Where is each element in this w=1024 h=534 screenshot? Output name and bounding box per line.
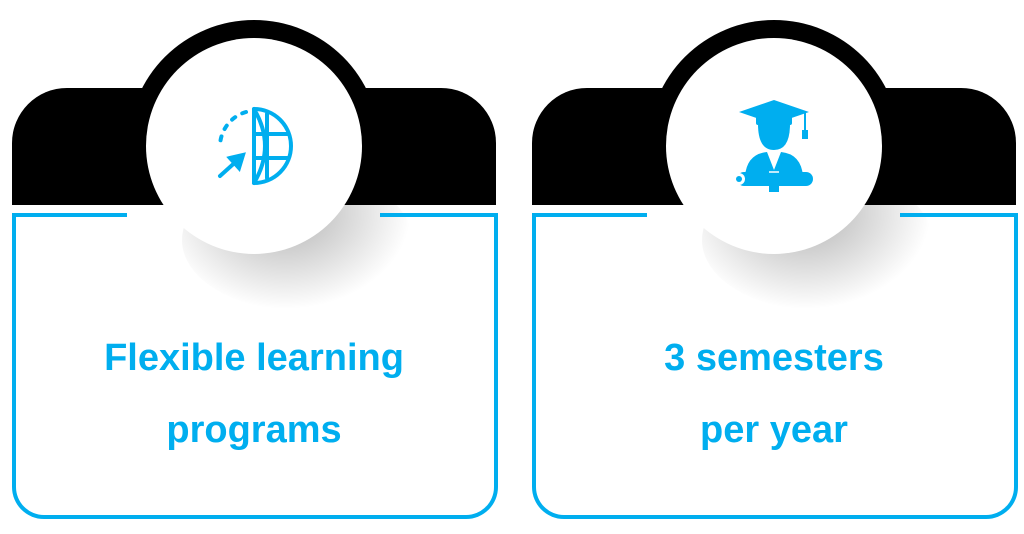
feature-card-semesters: 3 semesters per year [532,0,1018,534]
card-top-line-right [380,213,496,217]
card-body [532,213,1018,519]
card-body [12,213,498,519]
card-caption: Flexible learning programs [12,322,496,466]
card-top-line-right [900,213,1016,217]
graduate-diploma-icon [733,100,813,192]
icon-circle [666,38,882,254]
feature-card-flexible: Flexible learning programs [12,0,498,534]
caption-line-2: per year [700,409,848,451]
caption-line-1: Flexible learning [104,337,404,379]
caption-line-1: 3 semesters [664,337,884,379]
card-caption: 3 semesters per year [532,322,1016,466]
globe-cursor-icon [218,107,293,185]
caption-line-2: programs [166,409,342,451]
icon-circle [146,38,362,254]
card-top-line-left [532,213,647,217]
card-top-line-left [12,213,127,217]
